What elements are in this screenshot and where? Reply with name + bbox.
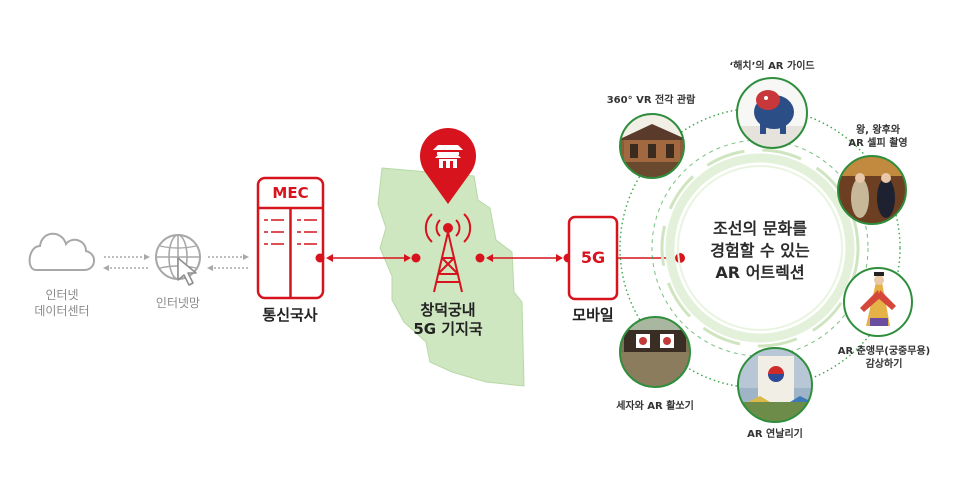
changdeokgung-map-area [377, 167, 525, 387]
ar-item-dance-line2: 감상하기 [865, 359, 903, 370]
ar-center-text: 조선의 문화를 경험할 수 있는 AR 어트렉션 [680, 218, 840, 284]
ar-item-360-vr: 360° VR 전각 관람 [606, 95, 696, 106]
link-mec-tower [315, 253, 421, 263]
base-station-line2: 5G 기지국 [413, 320, 483, 338]
mobile-badge: 5G [580, 248, 606, 267]
server-icon [256, 176, 325, 300]
ar-center-line3: AR 어트렉션 [715, 263, 805, 282]
ar-item-selfie: 왕, 왕후와 AR 셀피 촬영 [838, 124, 918, 150]
ar-item-selfie-line2: AR 셀피 촬영 [848, 138, 908, 149]
globe-cursor-icon [155, 234, 201, 286]
mobile-label: 모바일 [572, 306, 614, 324]
thumb-king-queen [837, 155, 907, 225]
internet-dc-line2: 데이터센터 [34, 304, 90, 318]
internet-dc-label: 인터넷 데이터센터 [22, 287, 102, 319]
ar-item-dance: AR 춘앵무(궁중무용) 감상하기 [824, 345, 944, 371]
base-station-line1: 창덕궁내 [420, 301, 476, 319]
ar-item-selfie-line1: 왕, 왕후와 [855, 125, 901, 136]
cloud-icon [28, 232, 95, 271]
mec-badge: MEC [272, 184, 309, 202]
link-cloud-globe [103, 254, 150, 271]
thumb-archery [619, 316, 691, 388]
ar-center-line1: 조선의 문화를 [713, 219, 807, 238]
thumb-dance [843, 267, 913, 337]
ar-item-haechi: ‘해치’의 AR 가이드 [729, 61, 815, 72]
ar-center-line2: 경험할 수 있는 [710, 241, 810, 260]
mec-label: 통신국사 [262, 306, 318, 324]
internet-dc-line1: 인터넷 [45, 288, 79, 302]
ar-item-dance-line1: AR 춘앵무(궁중무용) [837, 346, 931, 357]
antenna-tower-icon [424, 213, 472, 293]
link-globe-mec [207, 254, 250, 271]
internet-net-label: 인터넷망 [155, 296, 201, 310]
thumb-360-vr [619, 113, 685, 179]
ar-ring [619, 107, 901, 389]
palace-pin-icon [420, 128, 476, 204]
base-station-label: 창덕궁내 5G 기지국 [403, 301, 493, 339]
thumb-kite [737, 347, 813, 423]
ar-item-kite: AR 연날리기 [747, 429, 803, 440]
thumb-haechi [736, 77, 808, 149]
ar-item-archery: 세자와 AR 활쏘기 [616, 401, 694, 412]
